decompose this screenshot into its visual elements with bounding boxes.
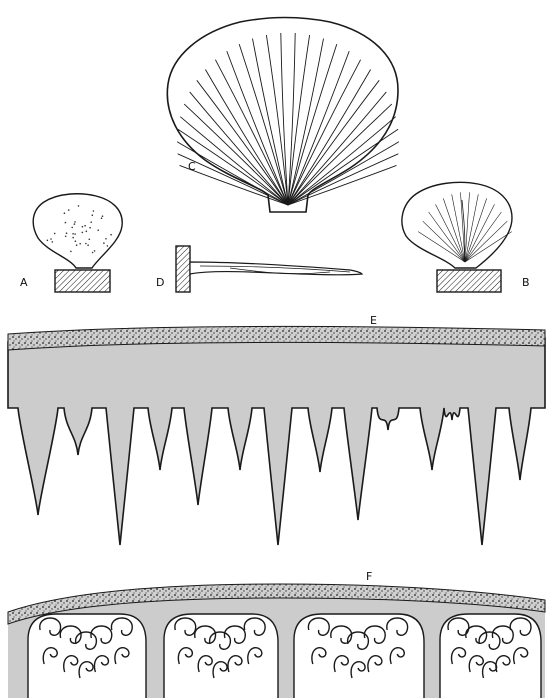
figure-label-c: C xyxy=(188,160,196,173)
figure-label-e: E xyxy=(370,314,377,327)
figure-label-b: B xyxy=(522,276,530,289)
figure-label-d: D xyxy=(156,276,165,289)
figure-e-section xyxy=(8,327,545,545)
figure-d-side-view xyxy=(176,246,362,292)
figure-c-fan xyxy=(167,18,399,213)
figure-f-section xyxy=(8,584,545,698)
figure-a-fan-on-base xyxy=(33,194,122,292)
figure-label-a: A xyxy=(20,276,28,289)
figure-label-f: F xyxy=(366,570,373,583)
figure-b-fan-on-base xyxy=(402,182,512,292)
